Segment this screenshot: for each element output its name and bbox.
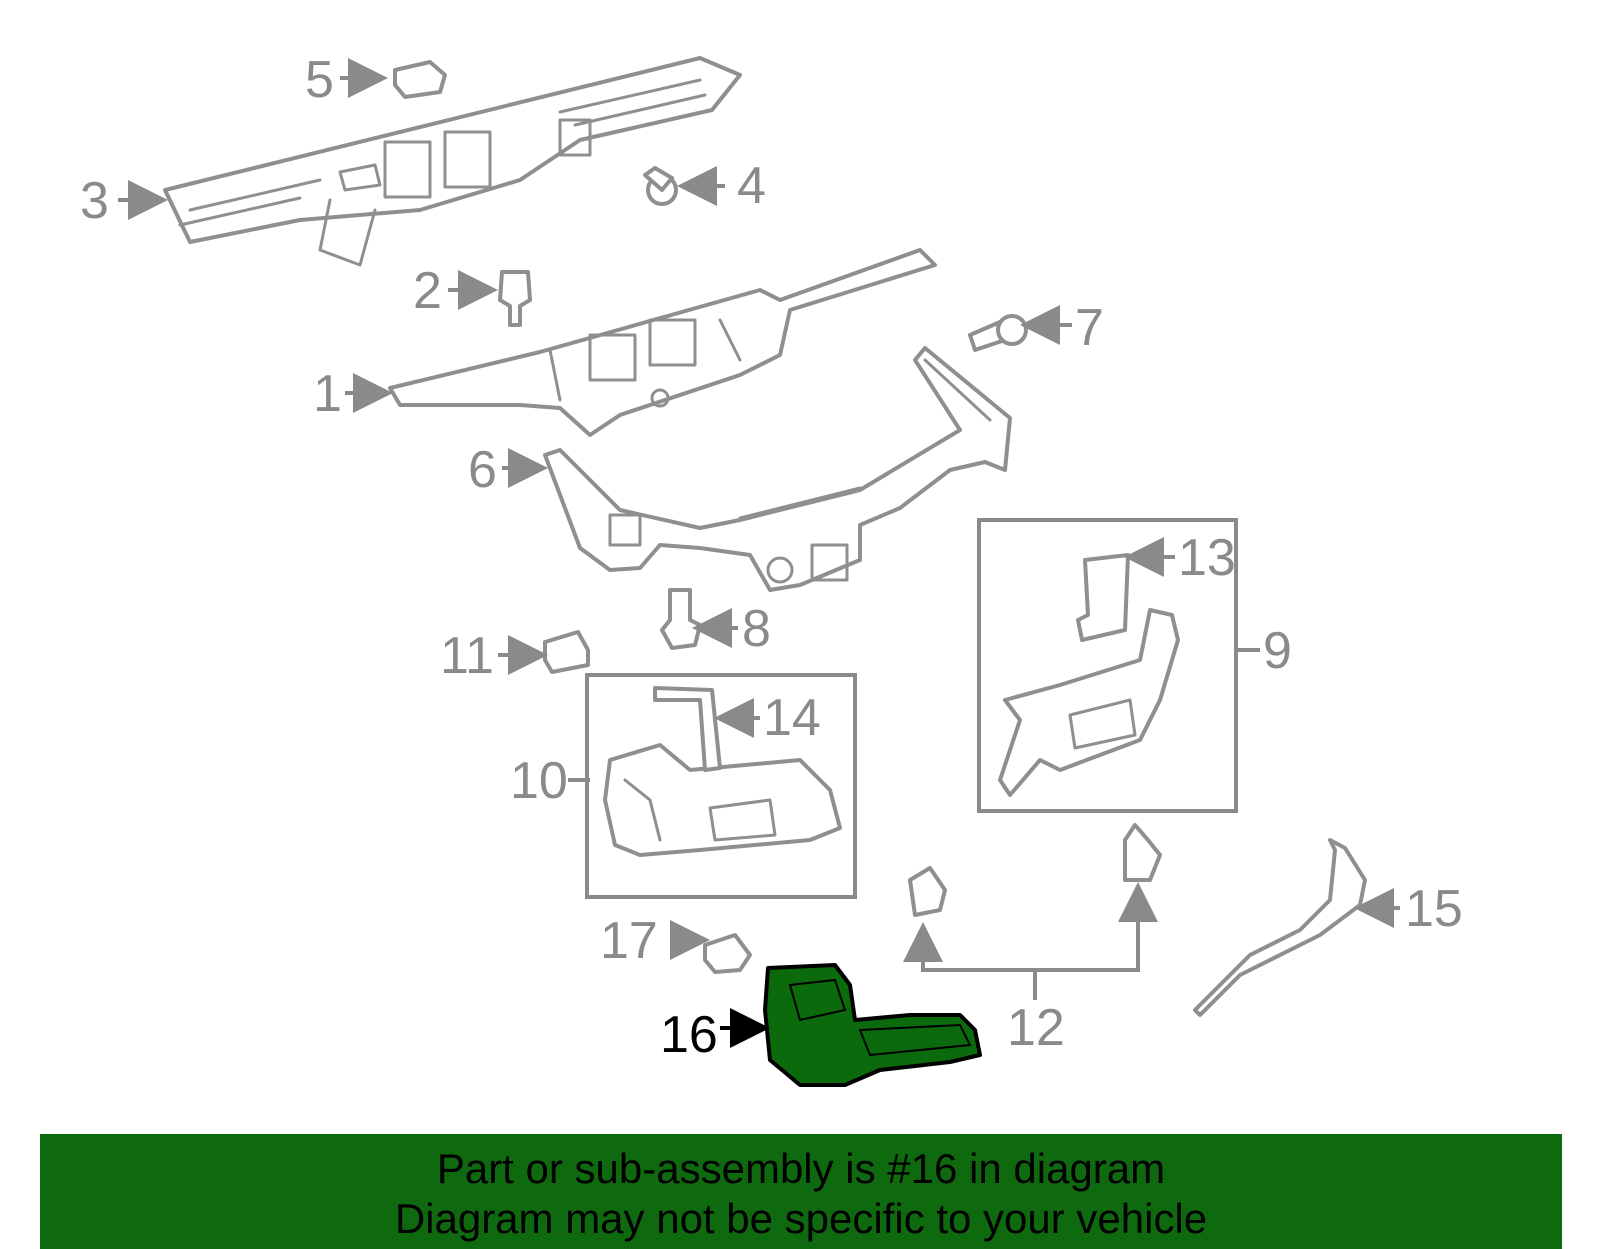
callout-4: 4 (737, 157, 766, 215)
callout-5: 5 (305, 51, 334, 109)
callout-15: 15 (1405, 880, 1463, 938)
callout-3: 3 (80, 172, 109, 230)
part-2-bolt (498, 270, 532, 327)
callout-7: 7 (1075, 299, 1104, 357)
part-17-fastener (703, 933, 752, 974)
callout-2: 2 (413, 262, 442, 320)
callout-8: 8 (742, 600, 771, 658)
part-16-highlighted[interactable] (763, 963, 982, 1087)
callout-14: 14 (763, 689, 821, 747)
part-8-bolt (660, 588, 702, 650)
callout-6: 6 (468, 441, 497, 499)
callout-10: 10 (510, 752, 568, 810)
part-9-bracket (998, 553, 1180, 797)
callout-12: 12 (1007, 999, 1065, 1057)
leaders (118, 58, 1400, 1048)
callout-9: 9 (1263, 622, 1292, 680)
callout-13: 13 (1178, 529, 1236, 587)
callout-1: 1 (313, 365, 342, 423)
part-4-fastener (643, 166, 678, 206)
info-banner: Part or sub-assembly is #16 in diagram D… (40, 1134, 1562, 1249)
part-12-clip-left (908, 866, 947, 917)
callout-16: 16 (660, 1006, 718, 1064)
part-6-hitch (543, 346, 1012, 592)
part-10-bracket (603, 686, 842, 857)
part-3-step-pad (163, 56, 742, 267)
banner-line-1: Part or sub-assembly is #16 in diagram (436, 1145, 1166, 1192)
callout-17: 17 (600, 912, 658, 970)
part-1-reinforcement (388, 248, 937, 437)
part-5-clip (393, 60, 447, 99)
part-12-clip-right (1123, 823, 1162, 882)
callout-11: 11 (440, 627, 494, 685)
part-7-bolt (968, 314, 1028, 352)
banner-line-2: Diagram may not be specific to your vehi… (394, 1195, 1208, 1242)
part-11-retainer (543, 630, 590, 674)
part-15-end-cap (1193, 838, 1367, 1017)
